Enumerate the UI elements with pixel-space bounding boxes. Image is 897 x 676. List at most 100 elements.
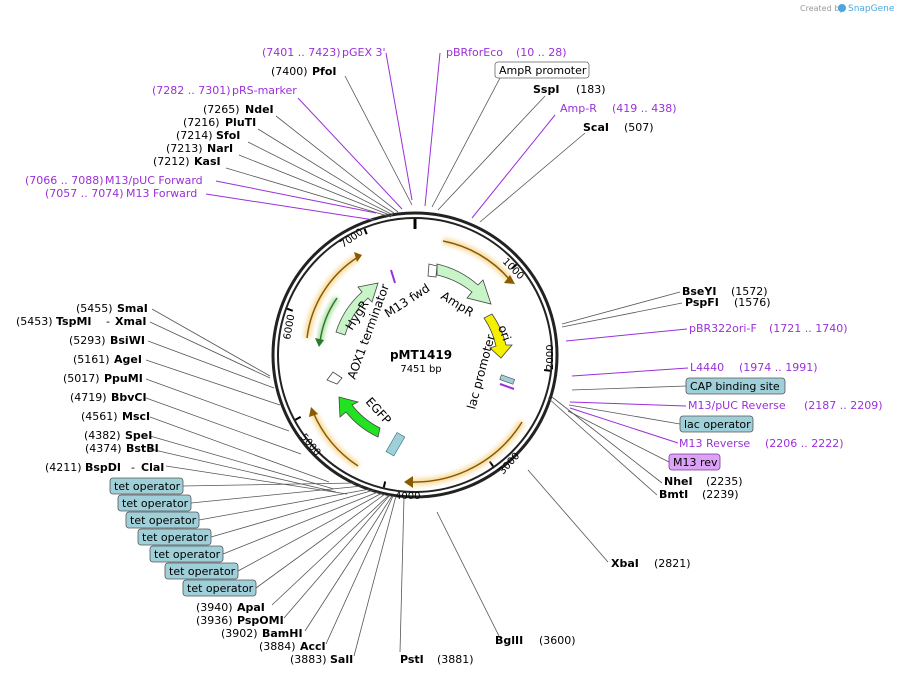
site-psti-name[interactable]: PstI xyxy=(400,653,424,666)
primer-prs-name[interactable]: pRS-marker xyxy=(232,84,297,97)
primer-m13-reverse-name[interactable]: M13 Reverse xyxy=(679,437,750,450)
site-bseyi-name[interactable]: BseYI xyxy=(682,285,716,298)
site-bmti-name[interactable]: BmtI xyxy=(659,488,688,501)
site-nhei-pos: (2235) xyxy=(706,475,743,488)
lac-operator-box[interactable] xyxy=(679,415,754,433)
primer-m13puc-rev-range[interactable]: (2187 .. 2209) xyxy=(804,399,883,412)
leader-line xyxy=(561,302,683,328)
primer-l4440-range[interactable]: (1974 .. 1991) xyxy=(739,361,818,374)
tet-operator-box[interactable] xyxy=(149,545,224,563)
site-tspmi-name[interactable]: TspMI xyxy=(56,315,92,328)
site-nhei-name[interactable]: NheI xyxy=(664,475,693,488)
leader-line xyxy=(182,482,356,487)
credit-text: Created by xyxy=(800,4,844,13)
primer-pgex3-name[interactable]: pGEX 3' xyxy=(342,46,386,59)
site-ndei-name[interactable]: NdeI xyxy=(245,103,274,116)
site-sali-name[interactable]: SalI xyxy=(330,653,353,666)
tick-7000: 7000 xyxy=(338,227,365,251)
cap-binding-box[interactable] xyxy=(685,377,786,395)
brand-text[interactable]: SnapGene xyxy=(848,4,895,14)
tick-6000: 6000 xyxy=(282,314,297,341)
leader-line xyxy=(205,193,375,221)
leader-line xyxy=(567,410,670,463)
primer-ampr-name[interactable]: Amp-R xyxy=(560,102,597,115)
site-ppumi-name[interactable]: PpuMI xyxy=(104,372,143,385)
leader-line xyxy=(145,378,290,432)
m13-rev-box[interactable] xyxy=(668,453,721,471)
tet-operator-box[interactable] xyxy=(182,579,257,597)
site-pluti-name[interactable]: PluTI xyxy=(225,116,256,129)
primer-l4440-name[interactable]: L4440 xyxy=(690,361,724,374)
site-bbvci-name[interactable]: BbvCI xyxy=(111,391,147,404)
tet-operator-box[interactable] xyxy=(137,528,212,546)
primer-prs-range[interactable]: (7282 .. 7301) xyxy=(152,84,231,97)
tick-mark xyxy=(382,481,387,488)
site-sspi-name[interactable]: SspI xyxy=(533,83,559,96)
leader-line xyxy=(145,359,281,406)
site-xbai-name[interactable]: XbaI xyxy=(611,557,639,570)
feature-ori-label: ori xyxy=(495,323,513,342)
site-agei-name[interactable]: AgeI xyxy=(114,353,142,366)
feature-ori[interactable] xyxy=(483,313,513,359)
primer-pbrforeco-name[interactable]: pBRforEco xyxy=(446,46,503,59)
site-sfoi-name[interactable]: SfoI xyxy=(216,129,240,142)
primer-m13puc-fwd-name[interactable]: M13/pUC Forward xyxy=(105,174,203,187)
site-smai-name[interactable]: SmaI xyxy=(117,302,148,315)
site-nari-name[interactable]: NarI xyxy=(207,142,233,155)
site-pfoi-name[interactable]: PfoI xyxy=(312,65,337,78)
site-bsiwi-name[interactable]: BsiWI xyxy=(110,334,145,347)
tet-operator-box[interactable] xyxy=(164,562,239,580)
primer-pbr322ori-range[interactable]: (1721 .. 1740) xyxy=(769,322,848,335)
site-pspomi-name[interactable]: PspOMI xyxy=(237,614,284,627)
site-spei-name[interactable]: SpeI xyxy=(125,429,152,442)
leader-line xyxy=(149,448,337,493)
primer-ampr-range[interactable]: (419 .. 438) xyxy=(612,102,677,115)
site-acci-name[interactable]: AccI xyxy=(300,640,326,653)
site-pspfi-name[interactable]: PspFI xyxy=(685,296,719,309)
leader-line xyxy=(565,328,688,342)
tet-operator-box[interactable] xyxy=(109,477,184,495)
site-kasi-name[interactable]: KasI xyxy=(194,155,221,168)
site-psti-pos: (3881) xyxy=(437,653,474,666)
site-apai-name[interactable]: ApaI xyxy=(237,601,265,614)
plasmid-name: pMT1419 xyxy=(390,348,452,362)
site-bstbi-name[interactable]: BstBI xyxy=(126,442,159,455)
site-msci-name[interactable]: MscI xyxy=(122,410,150,423)
feature-ampr[interactable] xyxy=(427,263,492,305)
feature-aox1-terminator[interactable] xyxy=(326,371,343,385)
leader-line xyxy=(385,52,413,201)
leader-line xyxy=(149,416,330,483)
primer-m13puc-rev-name[interactable]: M13/pUC Reverse xyxy=(688,399,786,412)
site-bspdi-name[interactable]: BspDI xyxy=(85,461,121,474)
tick-5000: 5000 xyxy=(298,432,323,459)
site-pluti-pos: (7216) xyxy=(183,116,220,129)
site-xmai-sep: - xyxy=(106,315,110,328)
tet-operator-box[interactable] xyxy=(117,494,192,512)
orf-arcs xyxy=(303,237,525,488)
ampr-promoter-box[interactable] xyxy=(494,61,590,79)
ampr-promoter-label: AmpR promoter xyxy=(499,64,587,77)
site-bamhi-name[interactable]: BamHI xyxy=(262,627,303,640)
feature-egfp[interactable] xyxy=(338,396,381,438)
primer-pgex3-range[interactable]: (7401 .. 7423) xyxy=(262,46,341,59)
primer-m13-reverse-range[interactable]: (2206 .. 2222) xyxy=(765,437,844,450)
primer-pbr322ori-name[interactable]: pBR322ori-F xyxy=(689,322,757,335)
site-acci-pos: (3884) xyxy=(259,640,296,653)
primer-m13-forward-range[interactable]: (7057 .. 7074) xyxy=(45,187,124,200)
site-bsiwi-pos: (5293) xyxy=(69,334,106,347)
site-bglii-name[interactable]: BglII xyxy=(495,634,523,647)
tet-operator-box[interactable] xyxy=(125,511,200,529)
site-clai-name[interactable]: ClaI xyxy=(141,461,164,474)
leader-line xyxy=(431,77,501,208)
primer-m13puc-fwd-range[interactable]: (7066 .. 7088) xyxy=(25,174,104,187)
feature-hygr[interactable] xyxy=(335,282,379,336)
site-sfoi-pos: (7214) xyxy=(176,129,213,142)
site-xbai-pos: (2821) xyxy=(654,557,691,570)
tick-mark xyxy=(294,415,302,421)
primer-pbrforeco-range[interactable]: (10 .. 28) xyxy=(516,46,567,59)
site-spei-pos: (4382) xyxy=(84,429,121,442)
site-xmai-name[interactable]: XmaI xyxy=(115,315,146,328)
site-scai-name[interactable]: ScaI xyxy=(583,121,609,134)
primer-m13-forward-name[interactable]: M13 Forward xyxy=(126,187,197,200)
